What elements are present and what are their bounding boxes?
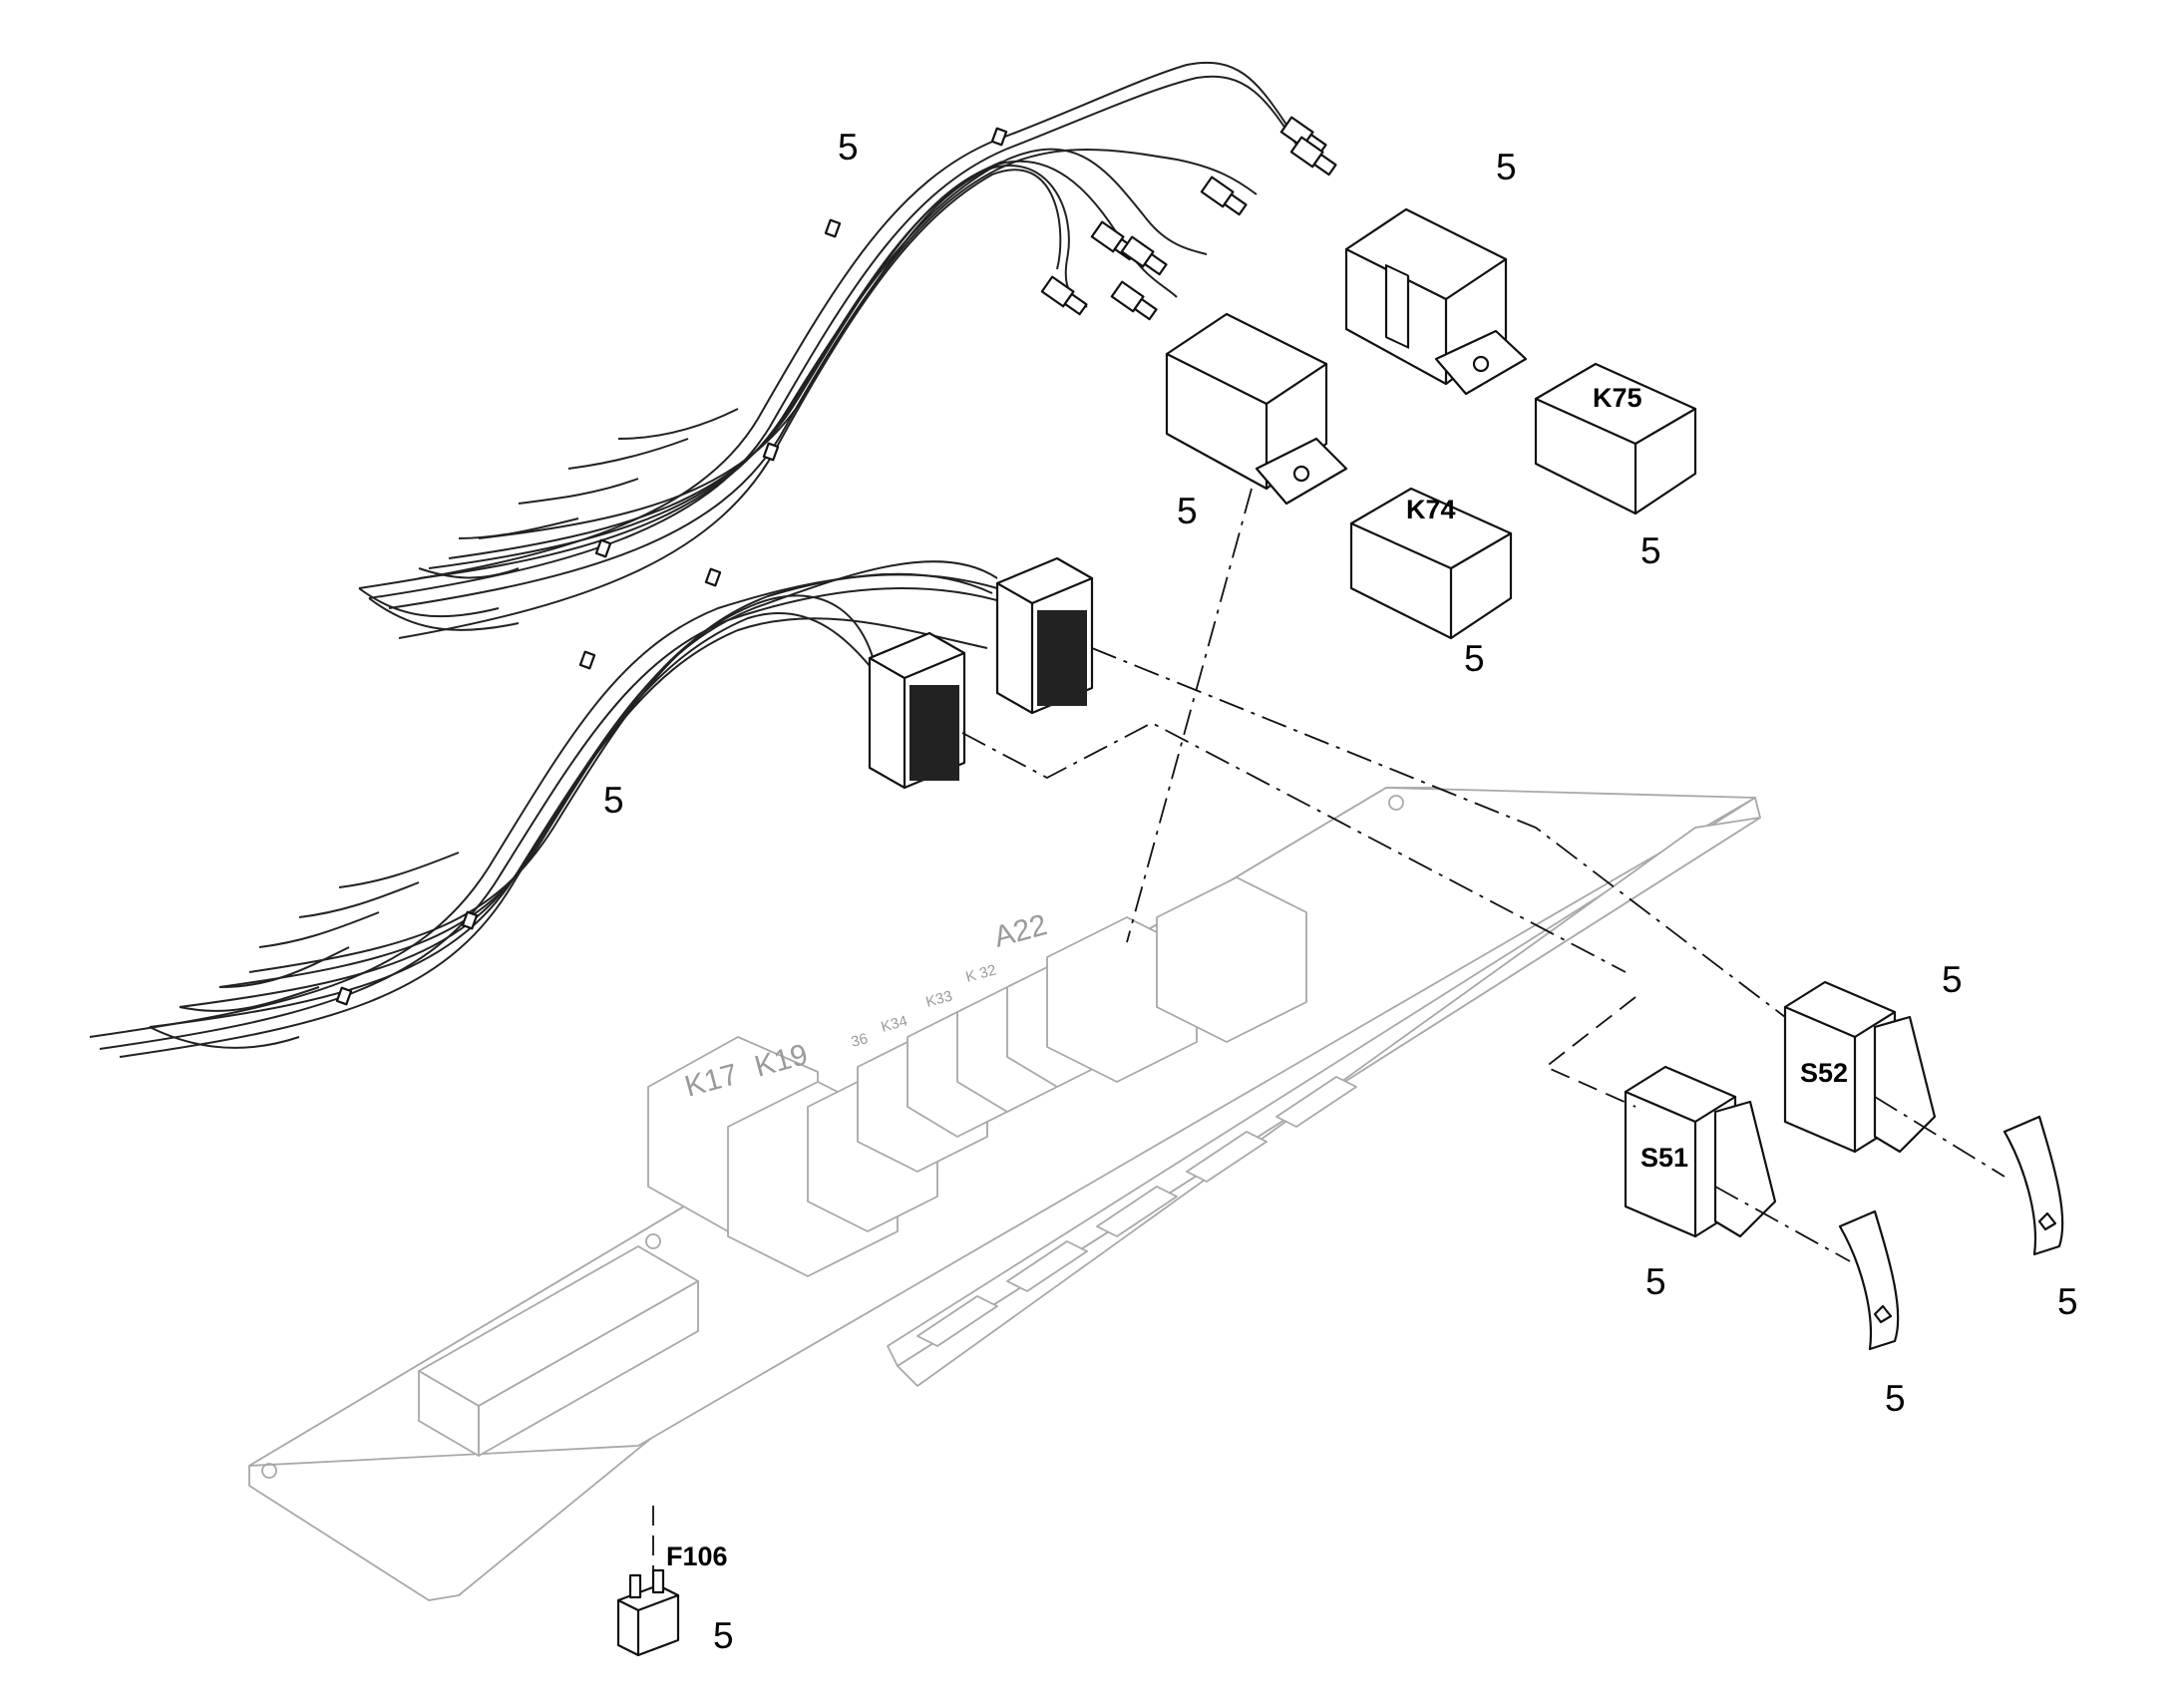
leader-lines [652,488,2005,1570]
switch-cap-left-number: 5 [1885,1378,1906,1419]
switch-s52-tag: S52 [1800,1058,1848,1088]
relay-k74-number: 5 [1464,638,1485,679]
relay-top-number: 5 [1496,147,1517,187]
fuse-f106: F106 [616,1541,728,1657]
board-k32-tag: K 32 [964,961,998,985]
relay-large-left [1165,312,1348,506]
harness-lower-number: 5 [603,780,624,821]
relay-k75: K75 [1534,362,1697,515]
board-k33-tag: K33 [924,988,954,1011]
item-numbers: 5 5 5 5 5 5 5 5 5 5 5 [603,127,2078,1656]
board-36-tag: 36 [850,1030,871,1051]
lower-wire-harness [89,556,1094,1058]
switch-s51-tag: S51 [1640,1143,1688,1173]
switch-s51: S51 [1624,1065,1777,1238]
switch-cap-right [2002,1115,2064,1256]
switch-s52-number: 5 [1942,959,1963,1000]
relay-k75-number: 5 [1640,530,1661,571]
harness-connector-b [868,631,966,790]
relay-k74: K74 [1349,487,1513,640]
harness-upper-number: 5 [838,127,859,168]
relay-large-top [1344,207,1528,396]
board-k34-tag: K34 [880,1013,909,1036]
upper-wire-harness [358,61,1337,639]
switch-s52: S52 [1783,980,1937,1154]
switch-cap-right-number: 5 [2057,1281,2078,1322]
fuse-f106-tag: F106 [666,1541,728,1571]
switch-cap-left [1838,1209,1900,1351]
relay-left-number: 5 [1177,491,1198,531]
harness-connector-a [995,556,1094,715]
board-a22-tag: A22 [990,908,1050,954]
switch-s51-number: 5 [1645,1261,1666,1302]
relay-k74-tag: K74 [1406,495,1456,524]
relay-k75-tag: K75 [1593,383,1642,413]
circuit-board: K17 K19 36 K34 K33 K 32 A22 [248,787,1761,1601]
fuse-number: 5 [713,1615,734,1656]
